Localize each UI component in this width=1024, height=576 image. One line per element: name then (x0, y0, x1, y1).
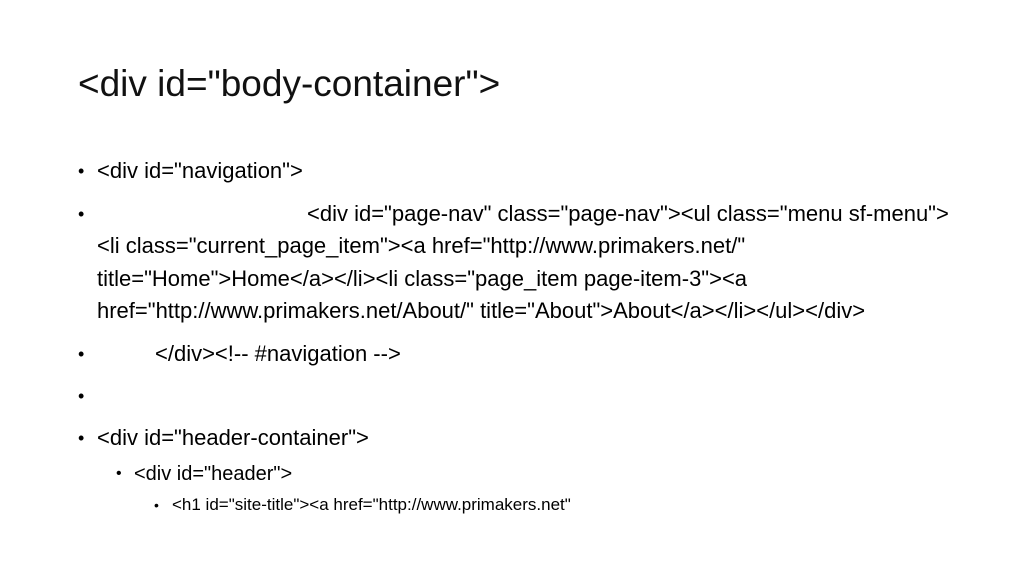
bullet-text: <div id="navigation"> (97, 158, 303, 183)
bullet-dot-icon: • (78, 386, 85, 406)
list-item: • (78, 380, 958, 412)
bullet-dot-icon: • (154, 496, 159, 513)
list-item: • <div id="page-nav" class="page-nav"><u… (78, 198, 958, 328)
bullet-dot-icon: • (78, 428, 85, 448)
bullet-list: • <div id="navigation"> • <div id="page-… (78, 155, 958, 519)
list-item: • <div id="header-container"> (78, 422, 958, 455)
bullet-dot-icon: • (78, 161, 85, 181)
sub-bullet-text: <div id="header"> (134, 462, 293, 485)
list-item: • <div id="navigation"> (78, 155, 958, 188)
slide-title: <div id="body-container"> (78, 63, 501, 104)
bullet-text: <div id="header-container"> (97, 425, 369, 450)
bullet-dot-icon: • (116, 464, 122, 482)
list-item: • </div><!-- #navigation --> (78, 338, 958, 371)
subsub-list-item: • <h1 id="site-title"><a href="http://ww… (154, 491, 958, 519)
bullet-text: <div id="page-nav" class="page-nav"><ul … (97, 200, 949, 324)
bullet-text: </div><!-- #navigation --> (155, 340, 401, 366)
bullet-dot-icon: • (78, 203, 85, 224)
sub-list-item: • <div id="header"> (116, 459, 958, 489)
subsub-bullet-text: <h1 id="site-title"><a href="http://www.… (172, 494, 571, 514)
bullet-dot-icon: • (78, 343, 85, 364)
